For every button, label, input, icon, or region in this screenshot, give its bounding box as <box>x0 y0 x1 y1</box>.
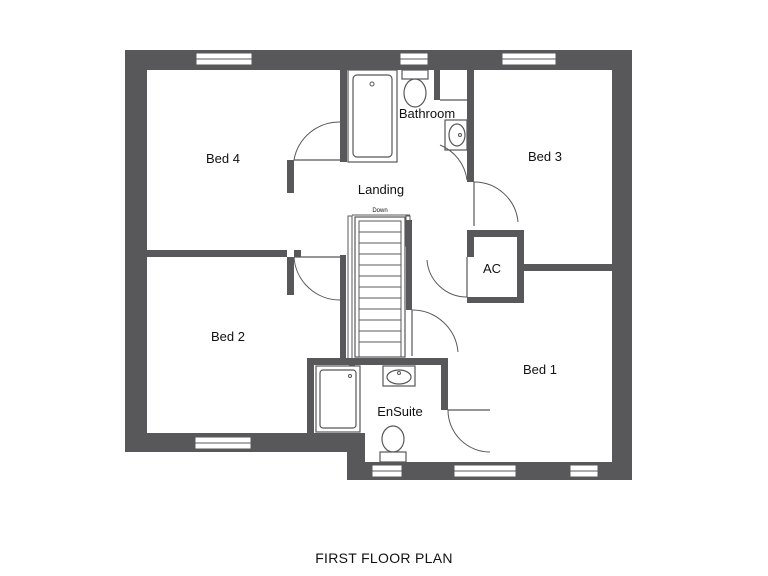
room-label-landing: Landing <box>358 182 404 197</box>
shower-tray <box>315 365 361 433</box>
room-label-ensuite: EnSuite <box>377 404 423 419</box>
door-bed1 <box>411 309 459 356</box>
room-label-ac: AC <box>483 261 501 276</box>
window-bed1-a <box>453 464 517 478</box>
toilet-ensuite <box>379 425 407 463</box>
room-label-bed2: Bed 2 <box>211 329 245 344</box>
window-bed4 <box>195 52 253 66</box>
window-bed2 <box>194 436 252 450</box>
toilet-bathroom <box>401 69 429 108</box>
window-bathroom <box>399 52 429 66</box>
staircase <box>347 214 411 362</box>
window-bed3 <box>501 52 557 66</box>
room-label-bathroom: Bathroom <box>399 106 455 121</box>
plan-title: FIRST FLOOR PLAN <box>315 550 453 566</box>
windows <box>194 52 599 478</box>
basin-bathroom <box>444 119 468 151</box>
door-bed2 <box>293 256 341 301</box>
window-ensuite <box>371 464 403 478</box>
bathtub <box>347 69 398 163</box>
window-bed1-b <box>569 464 599 478</box>
interior-walls <box>147 70 612 434</box>
door-bed4 <box>293 121 341 161</box>
door-ensuite <box>447 409 491 453</box>
stairs-direction-label: Down <box>372 208 387 214</box>
room-label-bed1: Bed 1 <box>523 362 557 377</box>
door-bathroom <box>439 99 468 181</box>
door-bed3 <box>473 181 519 226</box>
basin-ensuite <box>382 365 416 387</box>
room-label-bed4: Bed 4 <box>206 151 240 166</box>
door-ac <box>426 257 468 298</box>
room-label-bed3: Bed 3 <box>528 149 562 164</box>
